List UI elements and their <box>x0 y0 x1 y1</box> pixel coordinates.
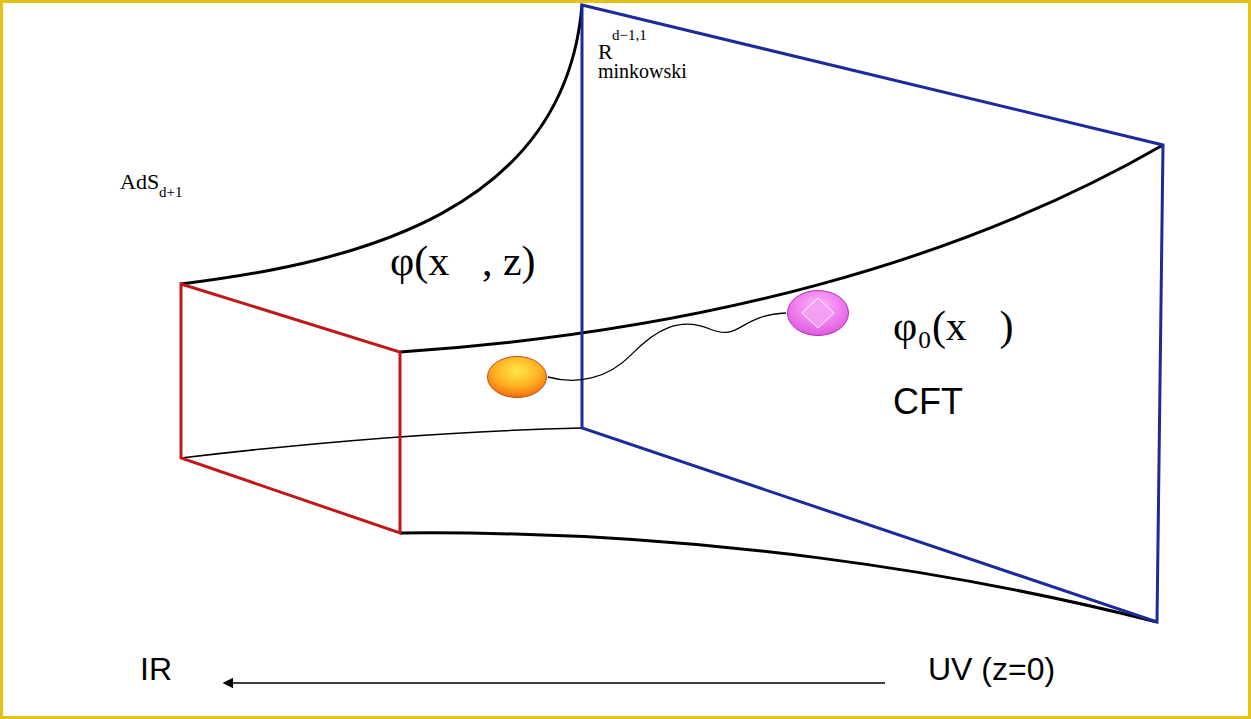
pink-dot-shape <box>786 289 850 337</box>
bulk-curve <box>181 5 582 284</box>
field-label: φ₀(x⃗) <box>893 303 1014 349</box>
space-label: AdS <box>120 170 159 194</box>
theory-label: CFT <box>893 382 963 422</box>
superscript-label: d−1,1 <box>612 27 647 44</box>
pink-field-dot: φ₀(x⃗) <box>786 289 850 337</box>
scale-label: IR <box>140 652 172 687</box>
subscript-label: d+1 <box>159 184 182 201</box>
ir-plane <box>181 284 400 533</box>
scale-label: UV (z=0) <box>928 652 1055 687</box>
orange-dot-shape <box>486 355 548 399</box>
rg-arrow <box>232 682 885 684</box>
propagator-line <box>548 313 786 380</box>
space-label: minkowski <box>598 60 687 82</box>
boundary-plane <box>582 5 1163 622</box>
bulk-curve <box>400 533 1157 622</box>
bulk-curve <box>181 428 582 458</box>
field-label: φ(x⃗, z) <box>390 238 536 284</box>
orange-field-dot: φ(x⃗, z) <box>486 355 548 399</box>
